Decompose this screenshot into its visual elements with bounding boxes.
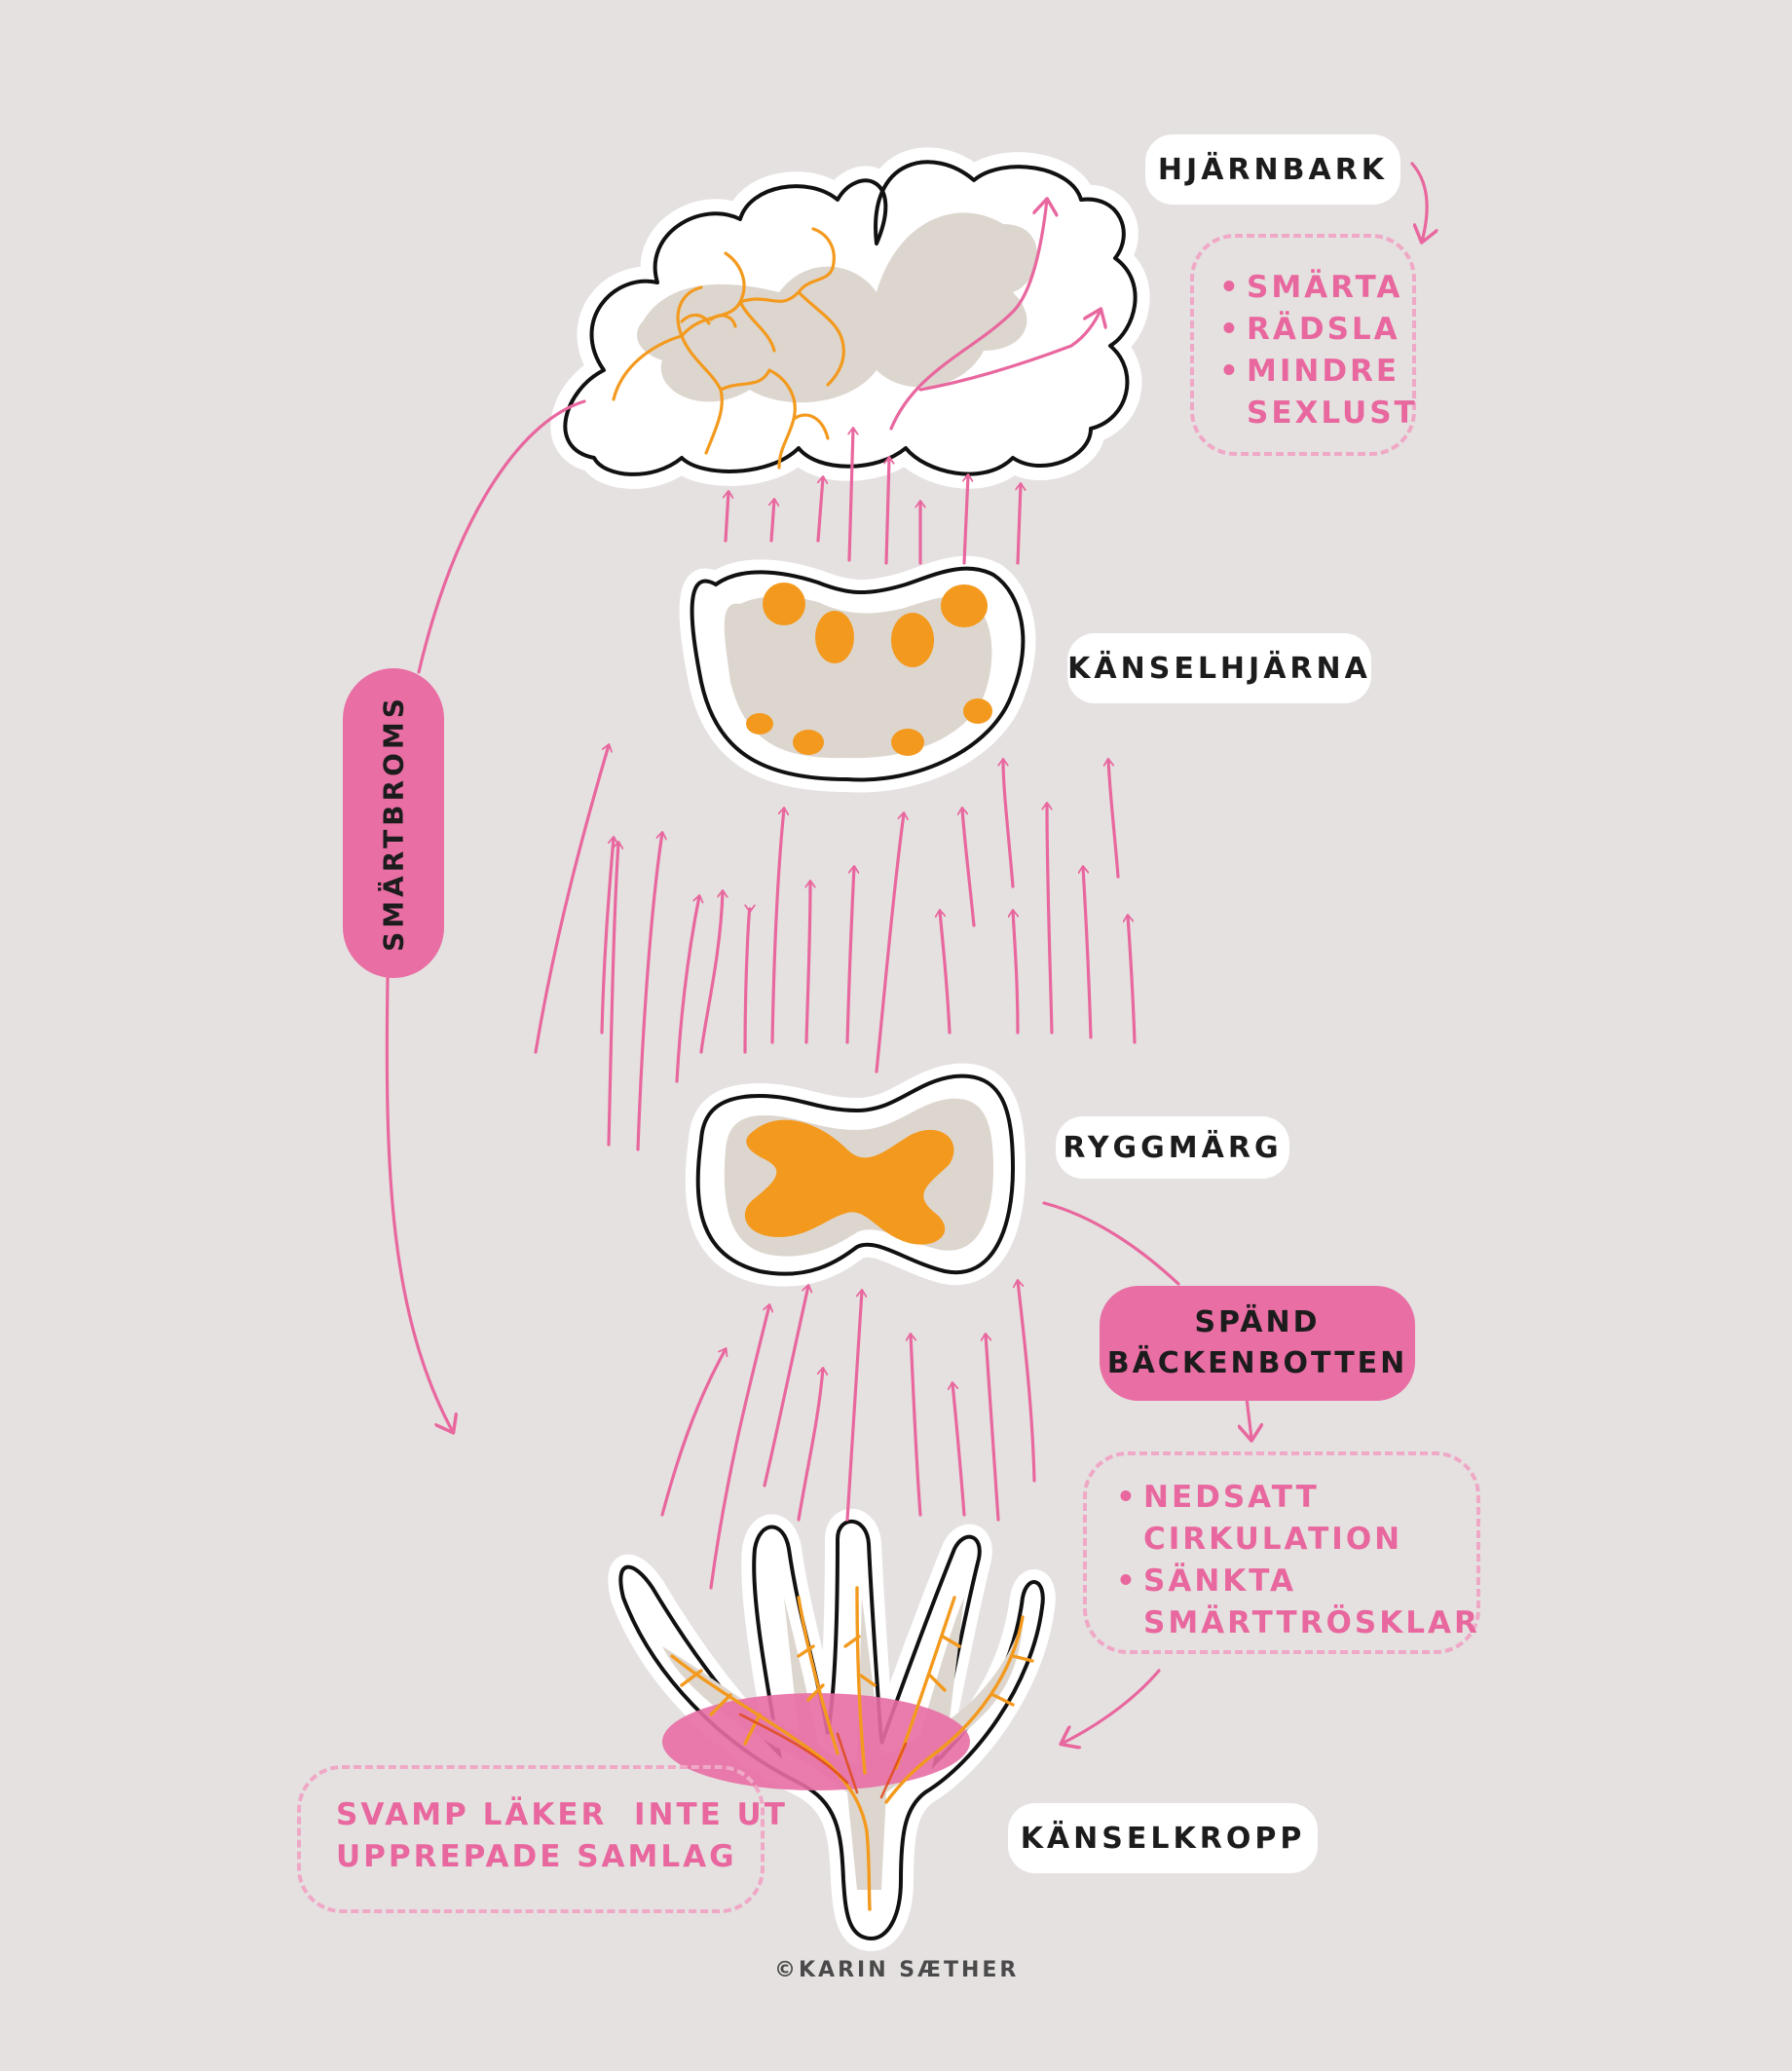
pelvis-illustration [608,1508,1056,1951]
effects-pelvic-box: •NEDSATT CIRKULATION •SÄNKTA SMÄRTTRÖSKL… [1083,1451,1480,1654]
connector-lines [385,162,1427,1744]
effect-item: •RÄDSLA [1219,312,1400,347]
label-smartbroms: SMÄRTBROMS [343,668,444,978]
signal-arrows-lower [660,1281,1036,1590]
spinal-cord-illustration [685,1063,1026,1287]
pelvic-to-effects-arrow [1247,1395,1251,1440]
copyright-text: ©KARIN SÆTHER [774,1958,1020,1982]
effects-pelvic-list: •NEDSATT CIRKULATION •SÄNKTA SMÄRTTRÖSKL… [1112,1477,1480,1644]
signal-arrows-middle [534,745,1137,1151]
smartbroms-text: SMÄRTBROMS [377,695,410,952]
spand-line2: BÄCKENBOTTEN [1106,1346,1408,1380]
brainstem-illustration [679,555,1036,793]
signal-arrows-upper [726,429,1021,565]
effects-brain-box: •SMÄRTA •RÄDSLA •MINDRE SEXLUST [1190,234,1416,456]
label-kanselhjarna: KÄNSELHJÄRNA [1067,633,1371,703]
effect-item: •SÄNKTA SMÄRTTRÖSKLAR [1116,1563,1480,1640]
effect-item: •NEDSATT CIRKULATION [1116,1480,1403,1557]
brain-to-smartbroms-line [417,399,586,674]
effects-brain-list: •SMÄRTA •RÄDSLA •MINDRE SEXLUST [1215,267,1418,434]
effects-to-body-arrow [1062,1669,1161,1744]
spinal-to-pelvic-line [1042,1201,1180,1286]
label-hjarnbark: HJÄRNBARK [1145,134,1400,205]
note-line2: UPPREPADE SAMLAG [336,1839,737,1874]
note-box: SVAMP LÄKER INTE UT UPPREPADE SAMLAG [297,1765,788,1913]
note-line1: SVAMP LÄKER INTE UT [336,1797,788,1832]
label-ryggmarg: RYGGMÄRG [1056,1116,1289,1179]
effect-item: •MINDRE SEXLUST [1219,354,1418,431]
spand-line1: SPÄND [1194,1305,1321,1339]
label-kanselkropp: KÄNSELKROPP [1008,1803,1318,1873]
brain-illustration [550,147,1150,489]
cortex-to-effects-arrow [1410,162,1427,242]
label-spand-backenbotten: SPÄND BÄCKENBOTTEN [1100,1286,1415,1401]
smartbroms-down-arrow [385,976,453,1432]
effect-item: •SMÄRTA [1219,270,1403,305]
